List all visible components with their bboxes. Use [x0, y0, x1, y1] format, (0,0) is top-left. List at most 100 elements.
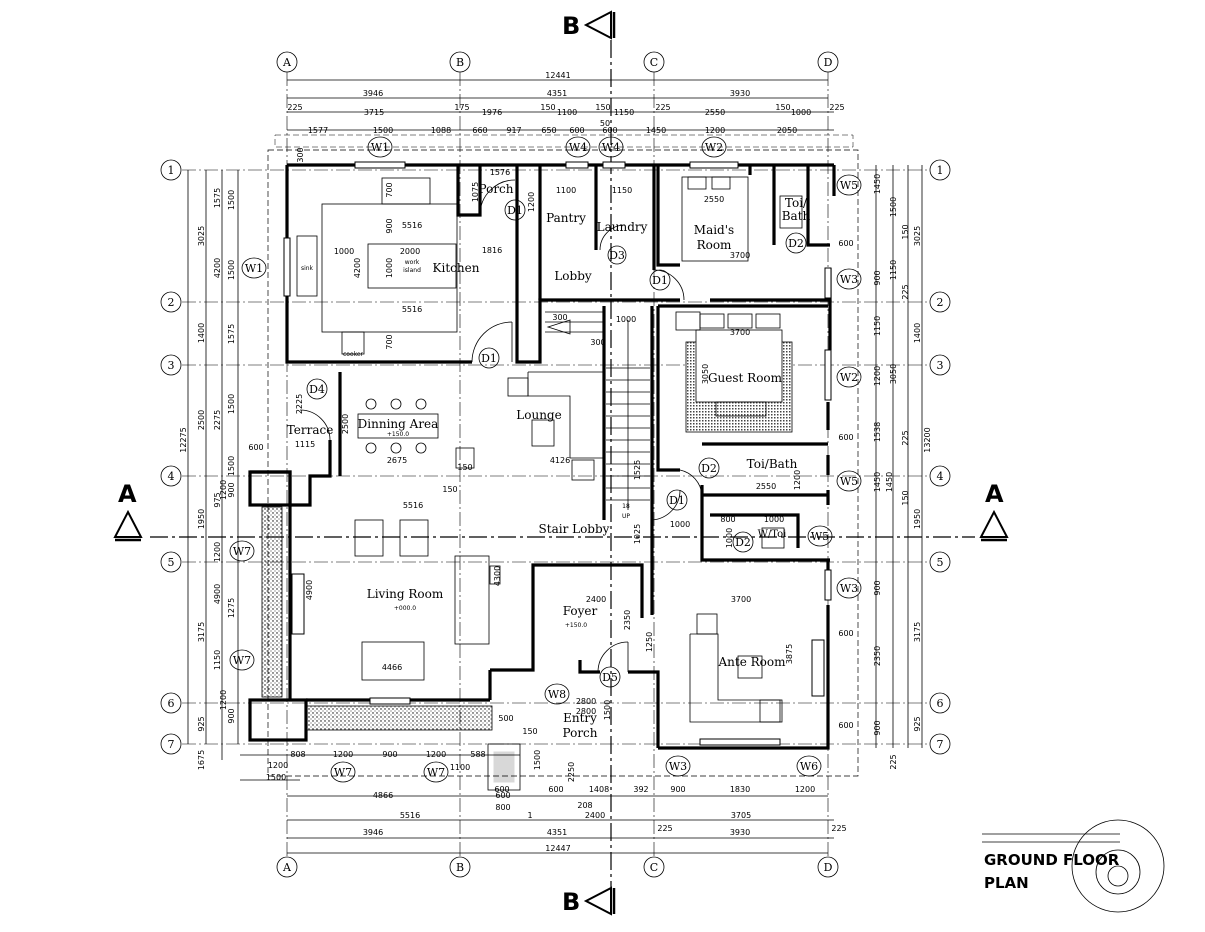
dim-int-5: 5516: [402, 305, 422, 314]
tag-w7-b: W7: [233, 654, 251, 667]
tag-w6: W6: [800, 760, 818, 773]
dim-left-in-9: 4900: [213, 584, 222, 604]
dim-overall-bottom: 12447: [545, 844, 570, 853]
dim-int-45: 600: [838, 629, 853, 638]
dim-top3-5: 917: [506, 126, 521, 135]
dim-int-42: 150: [522, 727, 537, 736]
grid-row-5-right: 5: [937, 556, 944, 569]
room-kitchen: Kitchen: [433, 261, 480, 275]
section-a-right-arrow: [979, 509, 1009, 538]
room-lounge: Lounge: [516, 408, 561, 422]
grid-row-7-right: 7: [937, 738, 944, 751]
grid-col-d-bottom: D: [824, 861, 833, 874]
grid-bubbles-rows-right: 1 2 3 4 5 6 7: [929, 159, 951, 755]
dim-bot4-3: 900: [382, 750, 397, 759]
dim-int-37: 1525: [633, 460, 642, 480]
dim-int-61: 2800: [576, 707, 596, 716]
opening-tags: W1 W4 W4 W2 W5 W1 W3 W2 W5 W5 W3 W7 W7 W…: [229, 136, 862, 783]
dim-int-30: 2350: [623, 610, 632, 630]
dim-top2-9: 225: [655, 103, 670, 112]
dim-left-mid-5: 3175: [197, 622, 206, 642]
walls: [248, 163, 836, 750]
grid-col-c-top: C: [650, 56, 658, 69]
dim-right-outer: 13200: [923, 427, 932, 452]
tag-w1-left: W1: [245, 262, 263, 275]
dim-right-in-6: 225: [901, 284, 910, 299]
grid-bubbles-columns-top: A B C D: [276, 51, 839, 73]
grid-col-b-top: B: [456, 56, 464, 69]
dim-left-small-1: 1500: [227, 260, 236, 280]
dim-left-small-3: 1500: [227, 394, 236, 414]
title-line2: PLAN: [984, 874, 1029, 892]
dim-bot2-6: 225: [831, 824, 846, 833]
window-openings: [283, 161, 832, 746]
room-living-room: Living Room: [367, 587, 444, 601]
dim-int-43: 600: [838, 239, 853, 248]
dim-top1-1: 3946: [363, 89, 383, 98]
dim-top3-1: 1577: [308, 126, 328, 135]
section-a-left-arrow: [113, 509, 143, 538]
room-toi-bath-top-line1: Toi/: [785, 196, 808, 210]
dim-left-in-4: 2275: [213, 410, 222, 430]
dim-top2-2: 3715: [364, 108, 384, 117]
tag-d1-porch: D1: [507, 204, 523, 217]
tag-d2-top: D2: [788, 237, 804, 250]
dim-int-49: 2500: [341, 414, 350, 434]
dim-int-51: 300: [296, 147, 305, 162]
dim-int-18: 300: [552, 313, 567, 322]
room-stair-lobby: Stair Lobby: [539, 522, 610, 536]
dim-right-mid-4: 1950: [913, 509, 922, 529]
dim-bot3-10: 1200: [795, 785, 815, 794]
dim-int-53: 150: [442, 485, 457, 494]
dim-left-mid-2: 1400: [197, 323, 206, 343]
dim-int-31: 3700: [731, 595, 751, 604]
dim-right-in-15: 2350: [873, 646, 882, 666]
grid-col-b-bottom: B: [456, 861, 464, 874]
dim-left-in-8: 1200: [213, 542, 222, 562]
section-a-right-label: A: [985, 480, 1004, 508]
dim-bot3-1: 4866: [373, 791, 393, 800]
label-work-island-2: island: [403, 267, 421, 274]
dim-bot4-5: 1100: [450, 763, 470, 772]
dim-right-in-11: 1450: [873, 472, 882, 492]
grid-row-1-right: 1: [937, 164, 944, 177]
dim-left-in-1: 1575: [213, 188, 222, 208]
grid-col-d-top: D: [824, 56, 833, 69]
tag-w2-right: W2: [840, 371, 858, 384]
dim-int-58: 1025: [633, 524, 642, 544]
dim-top1-2: 4351: [547, 89, 567, 98]
tag-d4: D4: [309, 383, 325, 396]
dim-right-in-3: 150: [901, 224, 910, 239]
dim-top2-8: 1150: [614, 108, 634, 117]
dim-left-mid-3: 2500: [197, 410, 206, 430]
dim-top2-5: 150: [540, 103, 555, 112]
dim-top3-11: 1200: [705, 126, 725, 135]
dim-bot3-6: 1408: [589, 785, 609, 794]
dim-right-in-14: 900: [873, 580, 882, 595]
room-porch: Porch: [479, 182, 514, 196]
dim-top2-3: 175: [454, 103, 469, 112]
dim-int-20: 1115: [295, 440, 315, 449]
dim-bot4-6: 588: [470, 750, 485, 759]
dim-bot4-2: 1200: [333, 750, 353, 759]
tag-w5-top: W5: [840, 179, 858, 192]
grid-row-1-left: 1: [168, 164, 175, 177]
room-toi-bath-top-line2: Bath: [782, 209, 811, 223]
dim-int-4: 2000: [400, 247, 420, 256]
dim-bot2-3: 2400: [585, 811, 605, 820]
dim-top2-6: 1100: [557, 108, 577, 117]
dim-int-12: 1150: [612, 186, 632, 195]
dim-top2-13: 225: [829, 103, 844, 112]
dim-int-17: 1000: [616, 315, 636, 324]
room-toi-bath-mid: Toi/Bath: [747, 457, 798, 471]
dim-top2-12: 1000: [791, 108, 811, 117]
room-lobby: Lobby: [554, 269, 592, 283]
dim-right-mid-2: 1400: [913, 323, 922, 343]
dim-int-2: 1816: [482, 246, 502, 255]
dim-int-22: 600: [248, 443, 263, 452]
dim-int-19: 300: [590, 338, 605, 347]
dim-int-50: 1075: [471, 182, 480, 202]
dim-bot1-3: 3930: [730, 828, 750, 837]
dim-top2-10: 2550: [705, 108, 725, 117]
tag-d2-mid: D2: [701, 462, 717, 475]
